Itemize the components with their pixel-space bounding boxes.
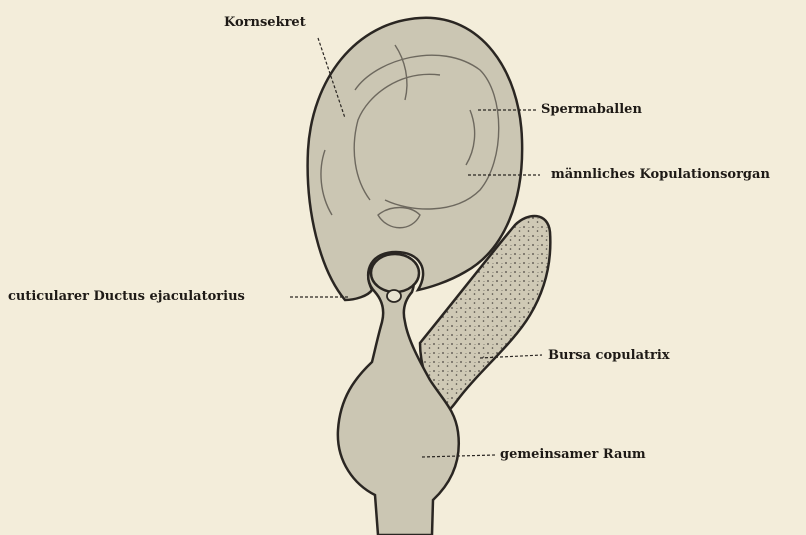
label-kornsekret: Kornsekret xyxy=(224,15,306,31)
label-bursa-copulatrix: Bursa copulatrix xyxy=(548,348,670,364)
label-spermaballen: Spermaballen xyxy=(541,102,642,118)
ductus-inner-opening xyxy=(387,290,401,302)
ductus-knob xyxy=(371,254,419,292)
label-gemeinsamer-raum: gemeinsamer Raum xyxy=(500,447,646,463)
label-kopulationsorgan: männliches Kopulationsorgan xyxy=(551,167,770,183)
label-ductus-ejaculatorius: cuticularer Ductus ejaculatorius xyxy=(8,289,245,305)
